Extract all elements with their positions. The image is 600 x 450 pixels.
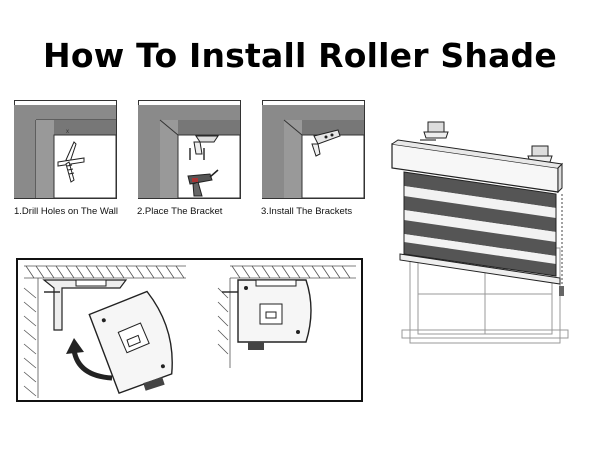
screw-icon bbox=[189, 148, 205, 160]
drill-icon bbox=[187, 169, 219, 197]
window-frame bbox=[401, 247, 569, 344]
step-1-label: 1.Drill Holes on The Wall bbox=[14, 206, 119, 217]
end-cap-tilted bbox=[88, 290, 173, 395]
bracket-icon bbox=[527, 145, 553, 163]
bracket-icon bbox=[42, 279, 128, 331]
step-1-panel: x bbox=[14, 100, 117, 199]
bracket-icon bbox=[311, 129, 341, 157]
curved-arrow-icon bbox=[66, 338, 113, 381]
svg-text:x: x bbox=[66, 129, 69, 135]
step-2-label: 2.Place The Bracket bbox=[137, 206, 223, 217]
bracket-detail-panel bbox=[16, 258, 363, 402]
bracket-icon bbox=[423, 121, 449, 139]
roller-shade-illustration bbox=[391, 121, 569, 344]
step-2-panel bbox=[138, 100, 241, 199]
shade-fabric bbox=[403, 171, 557, 277]
step-3-panel bbox=[262, 100, 365, 199]
bracket-icon bbox=[193, 135, 219, 155]
screw-icon bbox=[57, 141, 85, 183]
end-cap-installed bbox=[222, 279, 312, 350]
step-3-label: 3.Install The Brackets bbox=[261, 206, 353, 217]
page-title: How To Install Roller Shade bbox=[43, 36, 557, 75]
